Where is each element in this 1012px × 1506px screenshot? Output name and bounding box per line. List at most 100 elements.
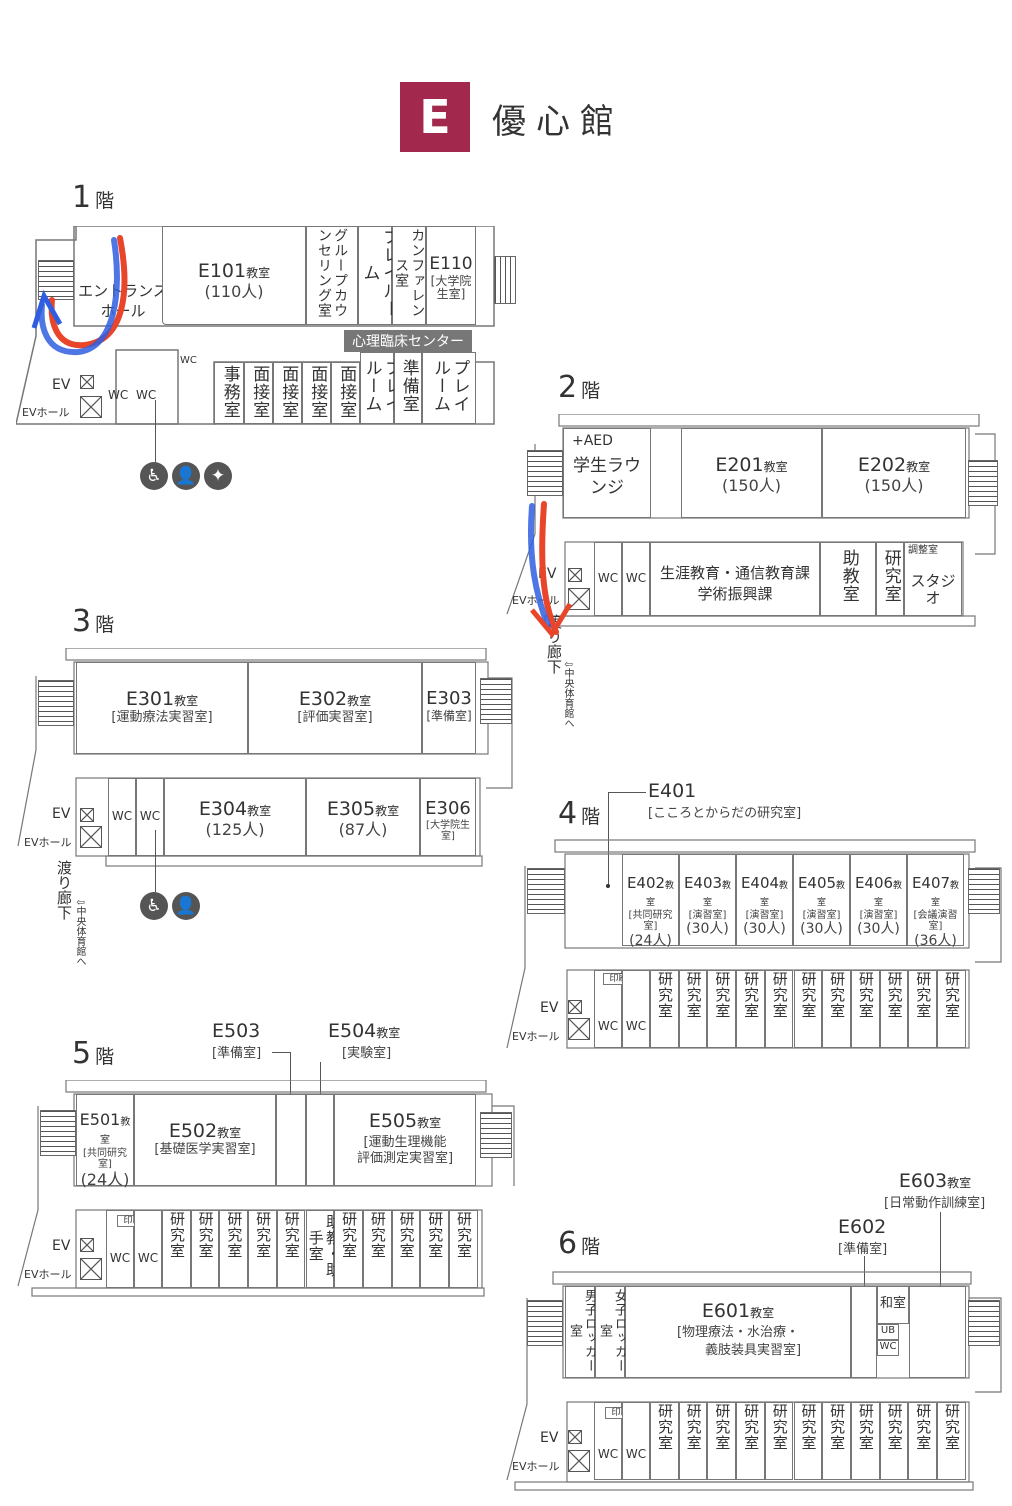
room-e303[interactable]: E303 [準備室] <box>422 662 476 754</box>
room-capacity: (30人) <box>857 921 900 937</box>
ev-hall-label: EVホール <box>512 1030 560 1043</box>
room-capacity: (36人) <box>914 932 957 949</box>
room-research[interactable]: 研究室 <box>822 1402 851 1480</box>
room-research[interactable]: 研究室 <box>190 1210 220 1288</box>
room-label: 研究室 <box>196 1211 215 1259</box>
room-research[interactable]: 研究室 <box>707 970 737 1048</box>
room-interview-4[interactable]: 面接室 <box>331 362 360 424</box>
room-wc-6f: WC <box>877 1340 899 1356</box>
room-name: E406教室 <box>854 874 903 909</box>
room-assistant[interactable]: 助教室 <box>820 542 876 616</box>
person-icon: 👤 <box>172 462 200 490</box>
room-e602[interactable] <box>851 1286 877 1378</box>
room-e505[interactable]: E505教室 [運動生理機能 評価測定実習室] <box>334 1094 476 1186</box>
stairs <box>38 680 74 726</box>
room-interview-1[interactable]: 面接室 <box>244 362 273 424</box>
room-e302[interactable]: E302教室 [評価実習室] <box>248 662 422 754</box>
room-e101[interactable]: E101教室 (110人) <box>162 226 306 325</box>
room-e201[interactable]: E201教室 (150人) <box>681 428 822 518</box>
room-e110[interactable]: E110 [大学院生室] <box>426 226 476 325</box>
room-e202[interactable]: E202教室 (150人) <box>822 428 966 518</box>
room-ub: UB <box>877 1324 899 1340</box>
room-e405[interactable]: E405教室[演習室](30人) <box>793 854 850 946</box>
room-e603[interactable] <box>909 1286 966 1378</box>
room-research[interactable]: 研究室 <box>420 1210 449 1288</box>
room-label: 研究室 <box>454 1211 473 1259</box>
elevator-icon <box>568 588 590 610</box>
room-e504[interactable] <box>306 1094 334 1186</box>
room-research[interactable]: 研究室 <box>793 970 823 1048</box>
room-e501[interactable]: E501教室 [共同研究室] (24人) <box>76 1094 134 1189</box>
room-research[interactable]: 研究室 <box>736 1402 765 1480</box>
stairs <box>480 678 512 724</box>
room-playroom-1[interactable]: プレイルーム <box>358 226 399 325</box>
room-research[interactable]: 研究室 <box>879 1402 909 1480</box>
room-research[interactable]: 研究室 <box>908 1402 937 1480</box>
room-e304[interactable]: E304教室 (125人) <box>164 778 306 856</box>
room-e407[interactable]: E407教室[会議演習室](36人) <box>907 854 964 949</box>
room-washitsu[interactable]: 和室 <box>877 1286 909 1324</box>
room-playroom-2[interactable]: プレイルーム <box>360 352 401 424</box>
room-playroom-3[interactable]: プレイルーム <box>422 352 476 424</box>
room-research[interactable]: 研究室 <box>850 1402 880 1480</box>
room-studio[interactable]: 調整室 スタジオ <box>904 542 962 616</box>
room-capacity: (30人) <box>800 921 843 937</box>
room-research[interactable]: 研究室 <box>764 1402 794 1480</box>
room-research[interactable]: 研究室 <box>650 970 679 1048</box>
room-group-counseling[interactable]: グループカウンセリング室 <box>306 226 358 325</box>
room-e301[interactable]: E301教室 [運動療法実習室] <box>76 662 248 754</box>
room-e403[interactable]: E403教室[演習室](30人) <box>679 854 736 946</box>
room-research[interactable]: 研究室 <box>650 1402 679 1480</box>
room-label: 研究室 <box>914 1403 933 1451</box>
wc-label: WC <box>180 355 197 366</box>
psych-center-label: 心理臨床センター <box>344 330 472 352</box>
room-research[interactable]: 研究室 <box>707 1402 737 1480</box>
room-research[interactable]: 研究室 <box>850 970 880 1048</box>
wc-room: WC <box>108 778 136 856</box>
room-research[interactable]: 研究室 <box>248 1210 277 1288</box>
room-research[interactable]: 研究室 <box>678 970 708 1048</box>
room-research[interactable]: 研究室 <box>678 1402 708 1480</box>
room-office[interactable]: 事務室 <box>214 362 244 424</box>
room-research[interactable]: 研究室 <box>334 1210 363 1288</box>
room-e402[interactable]: E402教室[共同研究室](24人) <box>622 854 679 949</box>
room-research[interactable]: 研究室 <box>162 1210 191 1288</box>
room-label: 研究室 <box>856 971 875 1019</box>
room-student-lounge[interactable]: +AED 学生ラウンジ <box>563 428 651 518</box>
room-research[interactable]: 研究室 <box>391 1210 421 1288</box>
room-conference[interactable]: カンファレンス室 <box>392 226 426 325</box>
room-office-lifelong[interactable]: 生涯教育・通信教育課学術振興課 <box>650 542 820 616</box>
room-research[interactable]: 研究室 <box>937 1402 966 1480</box>
room-research[interactable]: 研究室 <box>793 1402 823 1480</box>
room-e503[interactable] <box>276 1094 306 1186</box>
room-research[interactable]: 研究室 <box>276 1210 306 1288</box>
room-interview-2[interactable]: 面接室 <box>273 362 302 424</box>
room-female-locker[interactable]: 女子ロッカー室 <box>595 1286 627 1378</box>
room-e404[interactable]: E404教室[演習室](30人) <box>736 854 793 946</box>
room-research[interactable]: 研究室 <box>879 970 909 1048</box>
room-assistant[interactable]: 助教・助手室 <box>305 1210 342 1288</box>
room-research[interactable]: 研究室 <box>449 1210 478 1288</box>
room-research[interactable]: 研究室 <box>736 970 765 1048</box>
room-e305[interactable]: E305教室 (87人) <box>306 778 420 856</box>
room-male-locker[interactable]: 男子ロッカー室 <box>565 1286 597 1378</box>
room-research[interactable]: 研究室 <box>219 1210 249 1288</box>
room-label: 研究室 <box>828 971 847 1019</box>
room-e601[interactable]: E601教室 [物理療法・水治療・ 義肢装具実習室] <box>625 1286 851 1378</box>
room-research[interactable]: 研究室 <box>937 970 966 1048</box>
room-e502[interactable]: E502教室 [基礎医学実習室] <box>134 1094 276 1186</box>
room-e306[interactable]: E306 [大学院生室] <box>420 778 476 856</box>
room-prep[interactable]: 準備室 <box>394 352 422 424</box>
elevator-icon <box>80 808 94 822</box>
room-research[interactable]: 研究室 <box>764 970 794 1048</box>
room-research[interactable]: 研究室 <box>876 542 904 616</box>
wc-room: WC <box>622 970 650 1048</box>
baby-changing-icon: ✦ <box>204 462 232 490</box>
room-research[interactable]: 研究室 <box>822 970 851 1048</box>
room-sub: [演習室] <box>745 909 784 921</box>
room-interview-3[interactable]: 面接室 <box>302 362 331 424</box>
room-e406[interactable]: E406教室[演習室](30人) <box>850 854 907 946</box>
room-research[interactable]: 研究室 <box>362 1210 392 1288</box>
room-research[interactable]: 研究室 <box>908 970 937 1048</box>
